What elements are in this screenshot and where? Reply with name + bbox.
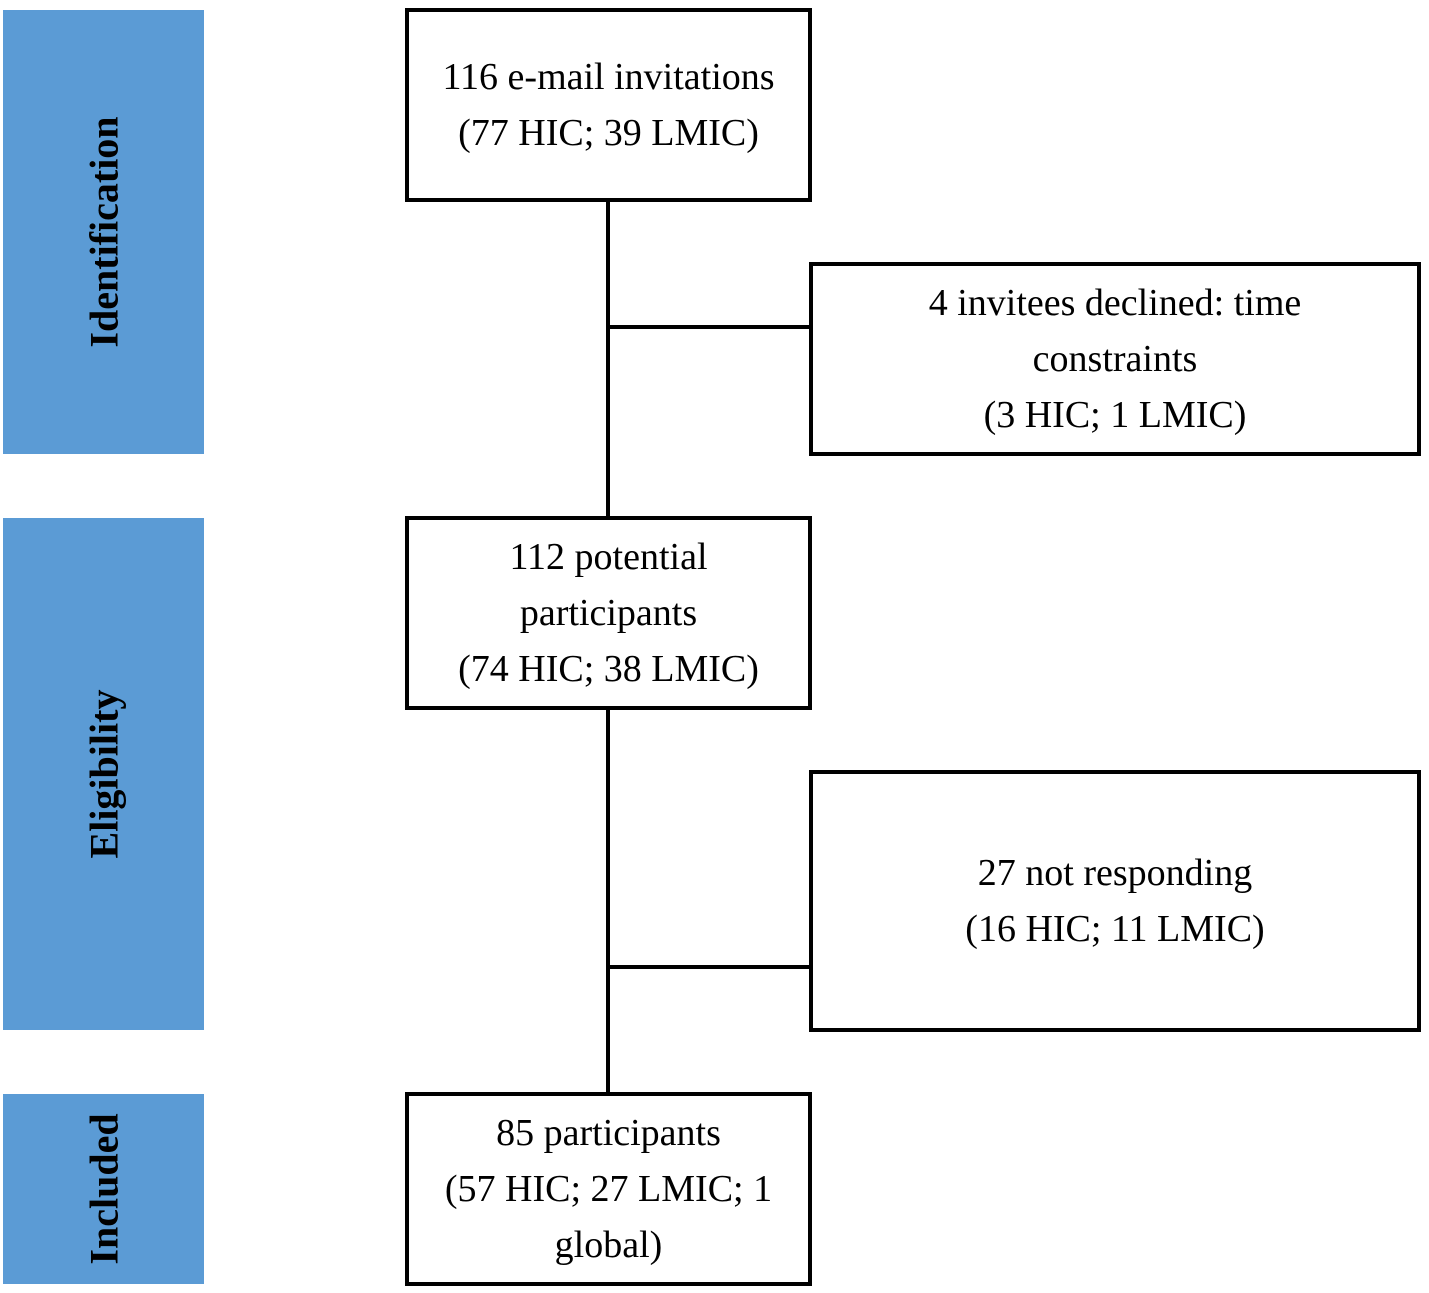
stage-band-identification: Identification — [3, 10, 204, 454]
box-potential-participants: 112 potential participants (74 HIC; 38 L… — [405, 516, 812, 710]
connector-branch-not-responding — [608, 965, 811, 969]
box-not-responding-line2: (16 HIC; 11 LMIC) — [965, 908, 1265, 950]
box-included-line2: (57 HIC; 27 LMIC; 1 — [444, 1168, 773, 1210]
box-not-responding-line1: 27 not responding — [977, 852, 1253, 894]
box-potential-line3: (74 HIC; 38 LMIC) — [458, 648, 759, 690]
box-included-line1: 85 participants — [496, 1112, 721, 1154]
box-invitations-text: 116 e-mail invitations (77 HIC; 39 LMIC) — [442, 49, 774, 161]
connector-branch-declined — [608, 325, 811, 329]
box-potential-text: 112 potential participants (74 HIC; 38 L… — [458, 529, 759, 697]
box-included-text: 85 participants (57 HIC; 27 LMIC; 1 glob… — [445, 1105, 772, 1273]
connector-vertical-top — [606, 200, 610, 518]
stage-label-included: Included — [81, 1113, 126, 1265]
box-potential-line2: participants — [519, 592, 698, 634]
box-invitations-line2: (77 HIC; 39 LMIC) — [458, 112, 759, 154]
stage-label-eligibility: Eligibility — [81, 689, 126, 859]
box-invitations-line1: 116 e-mail invitations — [442, 56, 775, 98]
connector-vertical-bottom — [606, 708, 610, 1094]
box-potential-line1: 112 potential — [509, 536, 708, 578]
box-invitations: 116 e-mail invitations (77 HIC; 39 LMIC) — [405, 8, 812, 202]
stage-label-identification: Identification — [81, 116, 126, 348]
box-included-line3: global) — [554, 1224, 663, 1266]
box-declined: 4 invitees declined: time constraints (3… — [809, 262, 1421, 456]
box-not-responding: 27 not responding (16 HIC; 11 LMIC) — [809, 770, 1421, 1032]
box-declined-text: 4 invitees declined: time constraints (3… — [929, 275, 1302, 443]
box-included: 85 participants (57 HIC; 27 LMIC; 1 glob… — [405, 1092, 812, 1286]
box-not-responding-text: 27 not responding (16 HIC; 11 LMIC) — [965, 845, 1264, 957]
box-declined-line3: (3 HIC; 1 LMIC) — [983, 394, 1247, 436]
box-declined-line1: 4 invitees declined: time — [928, 282, 1302, 324]
stage-band-included: Included — [3, 1094, 204, 1284]
box-declined-line2: constraints — [1032, 338, 1198, 380]
stage-band-eligibility: Eligibility — [3, 518, 204, 1030]
